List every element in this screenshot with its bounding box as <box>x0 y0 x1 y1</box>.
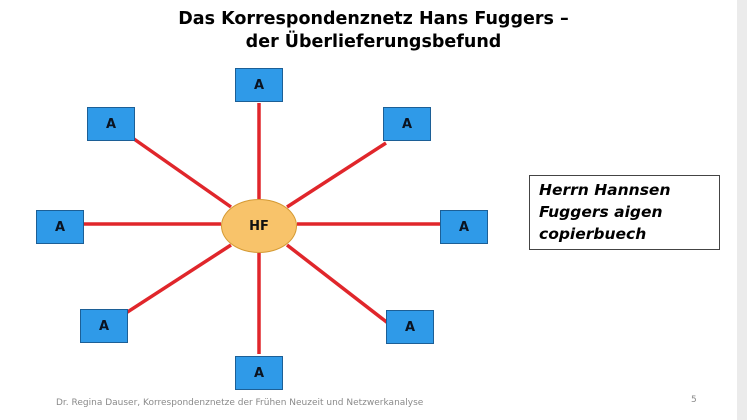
node-a-left: A <box>36 210 84 244</box>
node-a-top: A <box>235 68 283 102</box>
node-a-bottom-left: A <box>80 309 128 343</box>
edge-top-left <box>132 137 233 209</box>
slide-title: Das Korrespondenznetz Hans Fuggers – der… <box>0 8 747 54</box>
node-a-top-right: A <box>383 107 431 141</box>
slide-title-line-2: der Überlieferungsbefund <box>245 32 502 52</box>
edge-top-right <box>286 141 387 209</box>
hub-node-hf: HF <box>221 199 297 253</box>
node-a-right: A <box>440 210 488 244</box>
slide-footer: Dr. Regina Dauser, Korrespondenznetze de… <box>56 398 424 408</box>
page-number: 5 <box>691 395 697 405</box>
node-a-top-left: A <box>87 107 135 141</box>
slide-title-line-1: Das Korrespondenznetz Hans Fuggers – <box>178 9 569 29</box>
node-a-bottom: A <box>235 356 283 390</box>
quote-line-3: copierbuech <box>539 225 647 243</box>
edge-bottom-left <box>125 243 232 315</box>
quote-line-2: Fuggers aigen <box>539 203 663 221</box>
source-quote-box: Herrn Hannsen Fuggers aigen copierbuech <box>529 175 720 250</box>
window-edge <box>737 0 747 420</box>
node-a-bottom-right: A <box>386 310 434 344</box>
edge-bottom-right <box>285 243 395 329</box>
quote-line-1: Herrn Hannsen <box>539 181 671 199</box>
